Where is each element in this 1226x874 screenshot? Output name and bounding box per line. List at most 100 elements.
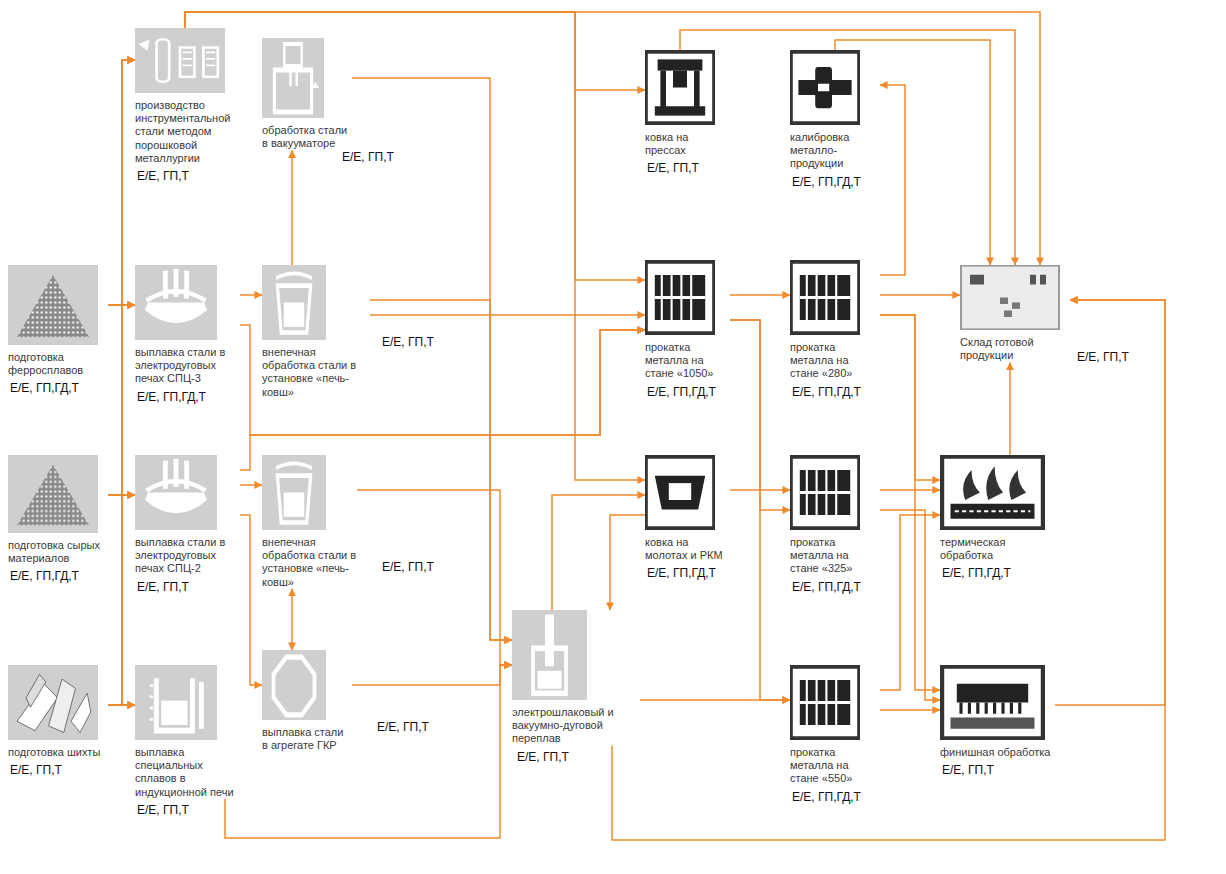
flow-arrow: [730, 294, 790, 296]
flow-arrow: [185, 12, 645, 480]
process-icon: [646, 52, 713, 123]
code-label: Е/Е, ГП,Т: [1075, 350, 1131, 364]
flow-arrow: [880, 315, 940, 480]
node-caption: внепечная обработка стали в установке «п…: [262, 536, 357, 589]
process-node: электрошлаковый и вакуумно-дуговой переп…: [512, 610, 640, 746]
flow-arrow: [108, 495, 135, 705]
process-node: прокатка металла на стане «325»: [790, 455, 880, 576]
process-icon: [262, 455, 326, 530]
code-label: Е/Е, ГП,Т: [135, 169, 191, 183]
node-caption: термическая обработка: [940, 536, 1055, 562]
process-icon: [262, 38, 324, 118]
process-node: выплавка стали в электродуговых печах СП…: [135, 455, 240, 576]
node-caption: прокатка металла на стане «1050»: [645, 341, 730, 381]
code-label: Е/Е, ГП,ГД,Т: [135, 390, 208, 404]
code-label: Е/Е, ГП,ГД,Т: [8, 569, 81, 583]
process-icon: [646, 457, 713, 528]
process-node: подготовка ферросплавов: [8, 265, 108, 377]
process-node: выплавка стали в электродуговых печах СП…: [135, 265, 240, 386]
flow-arrow: [240, 515, 262, 685]
code-label: Е/Е, ГП,ГД,Т: [790, 175, 863, 189]
flow-arrow: [880, 510, 940, 700]
flow-arrow: [291, 150, 293, 265]
code-label: Е/Е, ГП,Т: [645, 161, 701, 175]
process-node: производство инструментальной стали мето…: [135, 28, 240, 165]
node-caption: выплавка стали в агрегате ГКР: [262, 726, 352, 752]
flow-arrow: [835, 40, 990, 265]
process-node: выплавка специальных сплавов в индукцион…: [135, 665, 240, 799]
flow-arrow: [730, 320, 790, 700]
flow-arrow: [880, 489, 940, 491]
process-node: прокатка металла на стане «1050»: [645, 260, 730, 381]
flow-arrow: [291, 589, 293, 650]
node-caption: прокатка металла на стане «280»: [790, 341, 880, 381]
process-node: калибровка металло- продукции: [790, 50, 880, 171]
node-caption: производство инструментальной стали мето…: [135, 99, 240, 165]
process-node: подготовка шихты: [8, 665, 108, 759]
process-icon: [791, 262, 858, 333]
node-caption: Склад готовой продукции: [960, 336, 1070, 362]
process-icon: [942, 667, 1043, 738]
process-icon: [135, 455, 217, 530]
process-icon: [791, 52, 858, 123]
flow-arrow: [1055, 300, 1165, 705]
code-label: Е/Е, ГП,Т: [135, 803, 191, 817]
process-icon: [961, 266, 1059, 329]
code-label: Е/Е, ГП,ГД,Т: [645, 566, 718, 580]
flow-arrow: [370, 314, 645, 316]
process-node: обработка стали в вакууматоре: [262, 38, 352, 150]
process-icon: [135, 265, 217, 340]
flow-arrow: [240, 330, 645, 470]
flow-arrow: [240, 484, 262, 486]
flow-arrow: [108, 305, 135, 705]
flow-arrow: [552, 495, 645, 610]
flow-arrow: [880, 515, 940, 690]
flow-arrow: [352, 665, 512, 685]
flow-arrow: [680, 30, 1015, 265]
node-caption: прокатка металла на стане «550»: [790, 746, 880, 786]
process-node: выплавка стали в агрегате ГКР: [262, 650, 352, 752]
process-icon: [791, 667, 858, 738]
flow-arrow: [1009, 362, 1011, 455]
code-label: Е/Е, ГП,ГД,Т: [645, 385, 718, 399]
code-label: Е/Е, ГП,ГД,Т: [790, 790, 863, 804]
process-node: ковка на прессах: [645, 50, 730, 157]
node-caption: прокатка металла на стане «325»: [790, 536, 880, 576]
flow-arrow: [610, 515, 645, 610]
node-caption: выплавка специальных сплавов в индукцион…: [135, 746, 240, 799]
process-icon: [791, 457, 858, 528]
code-label: Е/Е, ГП,ГД,Т: [8, 381, 81, 395]
flow-arrow: [185, 12, 645, 280]
node-caption: внепечная обработка стали в установке «п…: [262, 346, 370, 399]
flow-arrow: [880, 709, 940, 711]
code-label: Е/Е, ГП,ГД,Т: [940, 566, 1013, 580]
flow-arrow: [612, 300, 1165, 840]
flow-arrow: [880, 85, 905, 275]
process-icon: [135, 28, 225, 93]
process-icon: [512, 610, 587, 700]
flow-arrow: [108, 495, 135, 705]
process-node: Склад готовой продукции: [960, 265, 1070, 362]
node-caption: ковка на прессах: [645, 131, 730, 157]
process-icon: [262, 265, 326, 340]
node-caption: электрошлаковый и вакуумно-дуговой переп…: [512, 706, 640, 746]
process-icon: [135, 665, 217, 740]
code-label: Е/Е, ГП,Т: [940, 763, 996, 777]
flow-arrow: [357, 490, 512, 665]
flow-arrow: [240, 294, 262, 296]
flow-arrow: [880, 294, 960, 296]
node-caption: калибровка металло- продукции: [790, 131, 880, 171]
code-label: Е/Е, ГП,Т: [8, 763, 64, 777]
process-node: прокатка металла на стане «550»: [790, 665, 880, 786]
node-caption: обработка стали в вакууматоре: [262, 124, 352, 150]
flow-arrow: [640, 699, 790, 701]
process-node: финишная обработка: [940, 665, 1055, 759]
process-icon: [8, 455, 98, 533]
process-node: внепечная обработка стали в установке «п…: [262, 455, 357, 589]
node-caption: подготовка шихты: [8, 746, 108, 759]
code-label: Е/Е, ГП,ГД,Т: [790, 580, 863, 594]
node-caption: ковка на молотах и РКМ: [645, 536, 730, 562]
node-caption: подготовка ферросплавов: [8, 351, 108, 377]
flow-arrow: [225, 665, 512, 838]
